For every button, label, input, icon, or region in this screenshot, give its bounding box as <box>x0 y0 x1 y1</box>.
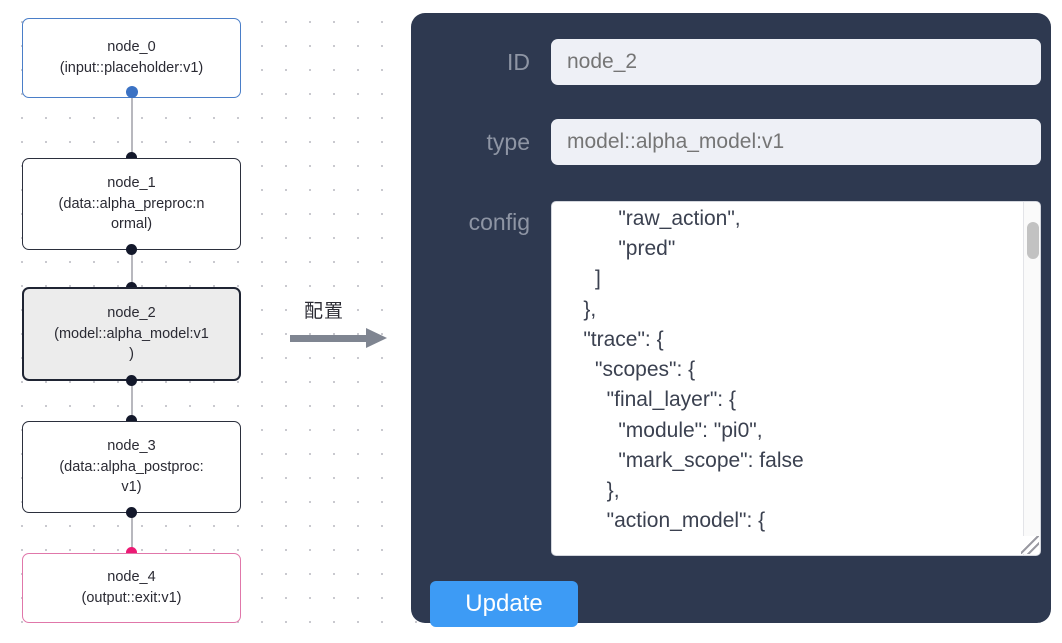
node-subtitle: (model::alpha_model:v1 ) <box>54 325 209 363</box>
node-subtitle: (data::alpha_postproc: v1) <box>59 458 204 496</box>
edge-node1-node2 <box>131 244 133 294</box>
node_3-output-handle[interactable] <box>126 507 137 518</box>
graph-node-node_2[interactable]: node_2 (model::alpha_model:v1 ) <box>22 287 241 381</box>
node_3-input-handle[interactable] <box>126 415 137 426</box>
config-scrollbar-track[interactable] <box>1023 202 1040 555</box>
node_2-output-handle[interactable] <box>126 375 137 386</box>
arrow-shaft <box>290 335 368 342</box>
node-title: node_4 <box>107 569 156 586</box>
resize-handle-icon[interactable] <box>1021 536 1039 554</box>
update-button[interactable]: Update <box>430 581 578 627</box>
edge-node0-node1 <box>131 92 133 164</box>
config-textarea[interactable]: "raw_action", "pred" ] }, "trace": { "sc… <box>552 202 1040 555</box>
node-config-panel: ID type config "raw_action", "pred" ] },… <box>411 13 1051 627</box>
id-label: ID <box>507 49 530 75</box>
node_1-output-handle[interactable] <box>126 244 137 255</box>
node-subtitle: (output::exit:v1) <box>81 590 182 606</box>
type-label: type <box>486 129 530 155</box>
node-title: node_1 <box>107 175 156 192</box>
transition-arrow-group: 配置 <box>287 296 393 358</box>
graph-node-node_3[interactable]: node_3 (data::alpha_postproc: v1) <box>22 421 241 513</box>
node_0-output-handle[interactable] <box>125 86 138 98</box>
node-subtitle: (data::alpha_preproc:n ormal) <box>58 195 205 233</box>
graph-node-node_4[interactable]: node_4 (output::exit:v1) <box>22 553 241 623</box>
type-input[interactable] <box>551 119 1041 165</box>
arrow-head-icon <box>366 328 387 348</box>
field-row-config: config "raw_action", "pred" ] }, "trace"… <box>430 201 1041 556</box>
config-scrollbar-thumb[interactable] <box>1027 222 1039 259</box>
field-row-id: ID <box>430 39 1041 85</box>
node-title: node_2 <box>107 305 156 322</box>
node_1-input-handle[interactable] <box>126 152 137 163</box>
arrow-label: 配置 <box>304 300 345 322</box>
config-textarea-wrapper: "raw_action", "pred" ] }, "trace": { "sc… <box>551 201 1041 556</box>
edge-node2-node3 <box>131 375 133 427</box>
node-subtitle: (input::placeholder:v1) <box>59 60 204 76</box>
node-title: node_0 <box>107 39 156 56</box>
node_4-input-handle[interactable] <box>126 547 137 558</box>
node-title: node_3 <box>107 438 156 455</box>
field-row-type: type <box>430 119 1041 165</box>
graph-node-node_1[interactable]: node_1 (data::alpha_preproc:n ormal) <box>22 158 241 250</box>
edge-node3-node4 <box>131 507 133 559</box>
id-input[interactable] <box>551 39 1041 85</box>
graph-canvas[interactable]: node_0 (input::placeholder:v1) node_1 (d… <box>0 0 394 643</box>
config-label: config <box>468 209 530 235</box>
